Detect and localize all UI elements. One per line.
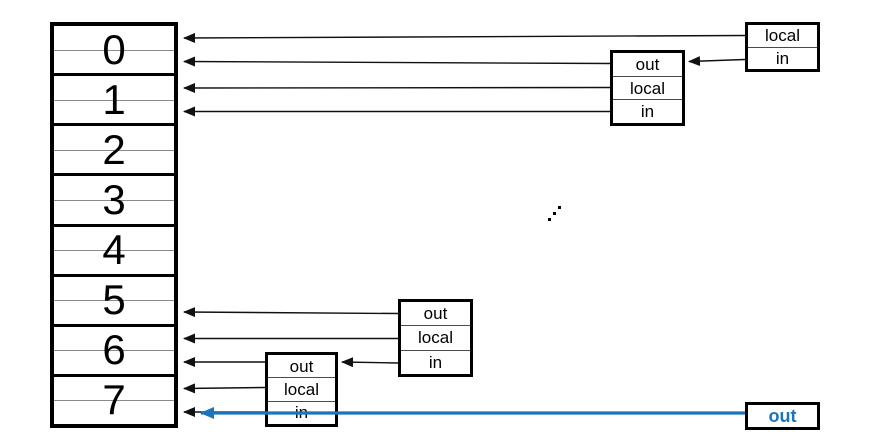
window-row-local: local: [401, 326, 470, 351]
arrow-local-to-reg0: [183, 32, 746, 43]
window-box-upper-middle: out local in: [610, 50, 685, 126]
register-group-7: 7: [54, 377, 174, 424]
register-group-label: 3: [102, 175, 126, 223]
register-group-label: 2: [102, 125, 126, 173]
register-group-label: 7: [102, 376, 126, 424]
group-divider-line: [54, 99, 174, 101]
window-row-in: in: [640, 102, 655, 122]
window-box-lower-left: out local in: [265, 352, 338, 427]
register-group-5: 5: [54, 277, 174, 327]
register-group-4: 4: [54, 227, 174, 277]
register-group-label: 1: [102, 75, 126, 123]
window-row-in: in: [775, 48, 790, 68]
group-divider-line: [54, 149, 174, 151]
group-divider-line: [54, 199, 174, 201]
register-group-0: 0: [54, 25, 174, 77]
register-group-label: 0: [102, 25, 126, 73]
window-row-out-current: out: [768, 406, 797, 426]
register-group-label: 6: [102, 326, 126, 374]
arrow-in-to-window-out: [688, 56, 746, 67]
window-row-in: in: [428, 352, 443, 372]
group-divider-line: [54, 49, 174, 51]
group-divider-line: [54, 300, 174, 302]
register-file-column: 0 1 2 3 4 5 6 7: [50, 22, 178, 428]
arrow-out-to-reg0: [183, 56, 611, 67]
window-row-local: local: [613, 77, 682, 101]
group-divider-line: [54, 350, 174, 352]
arrow-local-to-reg1: [183, 82, 611, 93]
window-row-out: out: [401, 302, 470, 327]
window-row-out: out: [613, 53, 682, 77]
arrow-in-to-window-out: [341, 357, 399, 368]
window-box-current-out: out: [745, 402, 820, 430]
window-box-lower-middle: out local in: [398, 299, 473, 377]
register-group-label: 4: [102, 226, 126, 274]
register-group-label: 5: [102, 276, 126, 324]
window-row-out: out: [268, 355, 335, 379]
window-row-local: local: [748, 25, 817, 48]
group-divider-line: [54, 250, 174, 252]
window-row-in: in: [294, 403, 309, 423]
arrow-out-to-reg5: [183, 307, 399, 318]
group-divider-line: [54, 400, 174, 402]
register-group-3: 3: [54, 175, 174, 227]
arrow-local-to-reg7: [183, 383, 266, 394]
register-group-6: 6: [54, 327, 174, 377]
window-box-top-right: local in: [745, 22, 820, 72]
window-row-local: local: [268, 378, 335, 402]
register-group-1: 1: [54, 75, 174, 127]
register-group-2: 2: [54, 125, 174, 177]
